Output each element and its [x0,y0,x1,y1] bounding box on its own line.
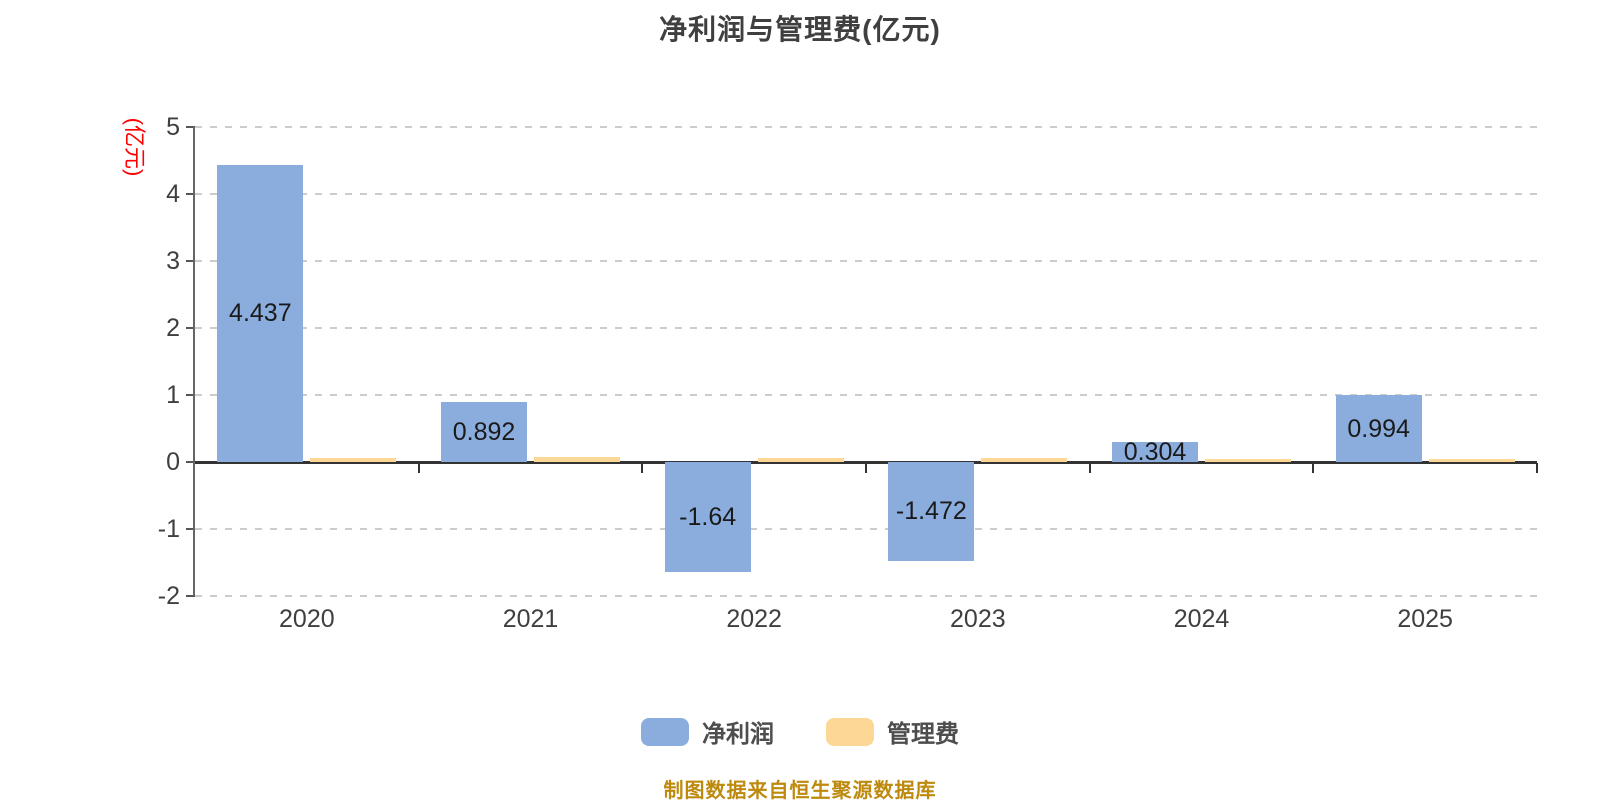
x-tick-label: 2020 [279,605,335,633]
y-axis-tick [186,126,195,128]
gridline [195,595,1537,597]
bar-value-label: 0.304 [1123,437,1187,466]
x-tick-label: 2024 [1173,605,1230,633]
y-tick-label: -2 [157,582,180,610]
y-axis-tick [186,461,195,463]
y-axis-tick [186,528,195,530]
y-tick-label: 5 [166,113,180,141]
legend: 净利润 管理费 [0,714,1600,749]
bar-net-profit-2023[interactable] [888,462,975,561]
bar-value-label: 0.994 [1347,414,1410,443]
bar-net-profit-2025[interactable] [1335,395,1422,462]
x-tick-label: 2021 [502,605,559,633]
gridline [195,528,1537,530]
x-axis-zero-line [195,461,1537,464]
x-axis-tick [1088,463,1091,473]
y-axis-tick [186,595,195,597]
gridline [195,327,1537,329]
y-axis-tick [186,260,195,262]
bar-net-profit-2024[interactable] [1112,441,1198,462]
legend-label-net-profit: 净利润 [702,721,774,748]
bar-value-label: -1.64 [679,502,737,531]
y-axis-tick [186,193,195,195]
legend-item-management-fee[interactable]: 管理费 [826,714,959,749]
bar-management-fee-2024[interactable] [1205,458,1291,462]
y-tick-label: 3 [166,247,180,275]
gridline [195,193,1537,195]
y-tick-label: 1 [166,381,180,409]
x-tick-label: 2023 [950,605,1006,633]
y-tick-label: 0 [166,448,180,476]
y-tick-label: 4 [166,180,180,208]
bar-management-fee-2023[interactable] [981,457,1068,462]
bar-management-fee-2022[interactable] [757,457,844,462]
bar-management-fee-2025[interactable] [1428,458,1515,462]
y-tick-label: -1 [157,515,180,543]
x-tick-label: 2025 [1397,605,1453,633]
bar-value-label: 4.437 [229,299,292,328]
gridline [195,126,1537,128]
x-axis-tick [1312,463,1315,473]
y-tick-label: 2 [166,314,180,342]
bar-management-fee-2021[interactable] [534,457,620,462]
x-axis-tick [1536,463,1538,473]
chart-title: 净利润与管理费(亿元) [659,14,941,45]
x-axis-tick [865,463,867,473]
x-axis-tick [641,463,644,473]
bar-net-profit-2020[interactable] [217,164,304,462]
bar-value-label: -1.472 [895,497,967,526]
legend-swatch-net-profit-icon [641,717,689,746]
x-tick-label: 2022 [726,605,782,633]
y-axis-line [193,127,195,596]
x-axis-tick [417,463,420,473]
bar-value-label: 0.892 [452,418,516,447]
gridline [195,260,1537,262]
bar-management-fee-2020[interactable] [310,457,397,462]
y-axis-tick [186,327,195,329]
bar-net-profit-2021[interactable] [441,402,527,462]
gridline [195,394,1537,396]
y-axis-tick [186,394,195,396]
legend-swatch-management-fee-icon [826,717,874,746]
legend-item-net-profit[interactable]: 净利润 [641,714,774,749]
bar-net-profit-2022[interactable] [664,462,751,572]
data-source-note: 制图数据来自恒生聚源数据库 [663,780,937,800]
legend-label-management-fee: 管理费 [887,721,959,748]
